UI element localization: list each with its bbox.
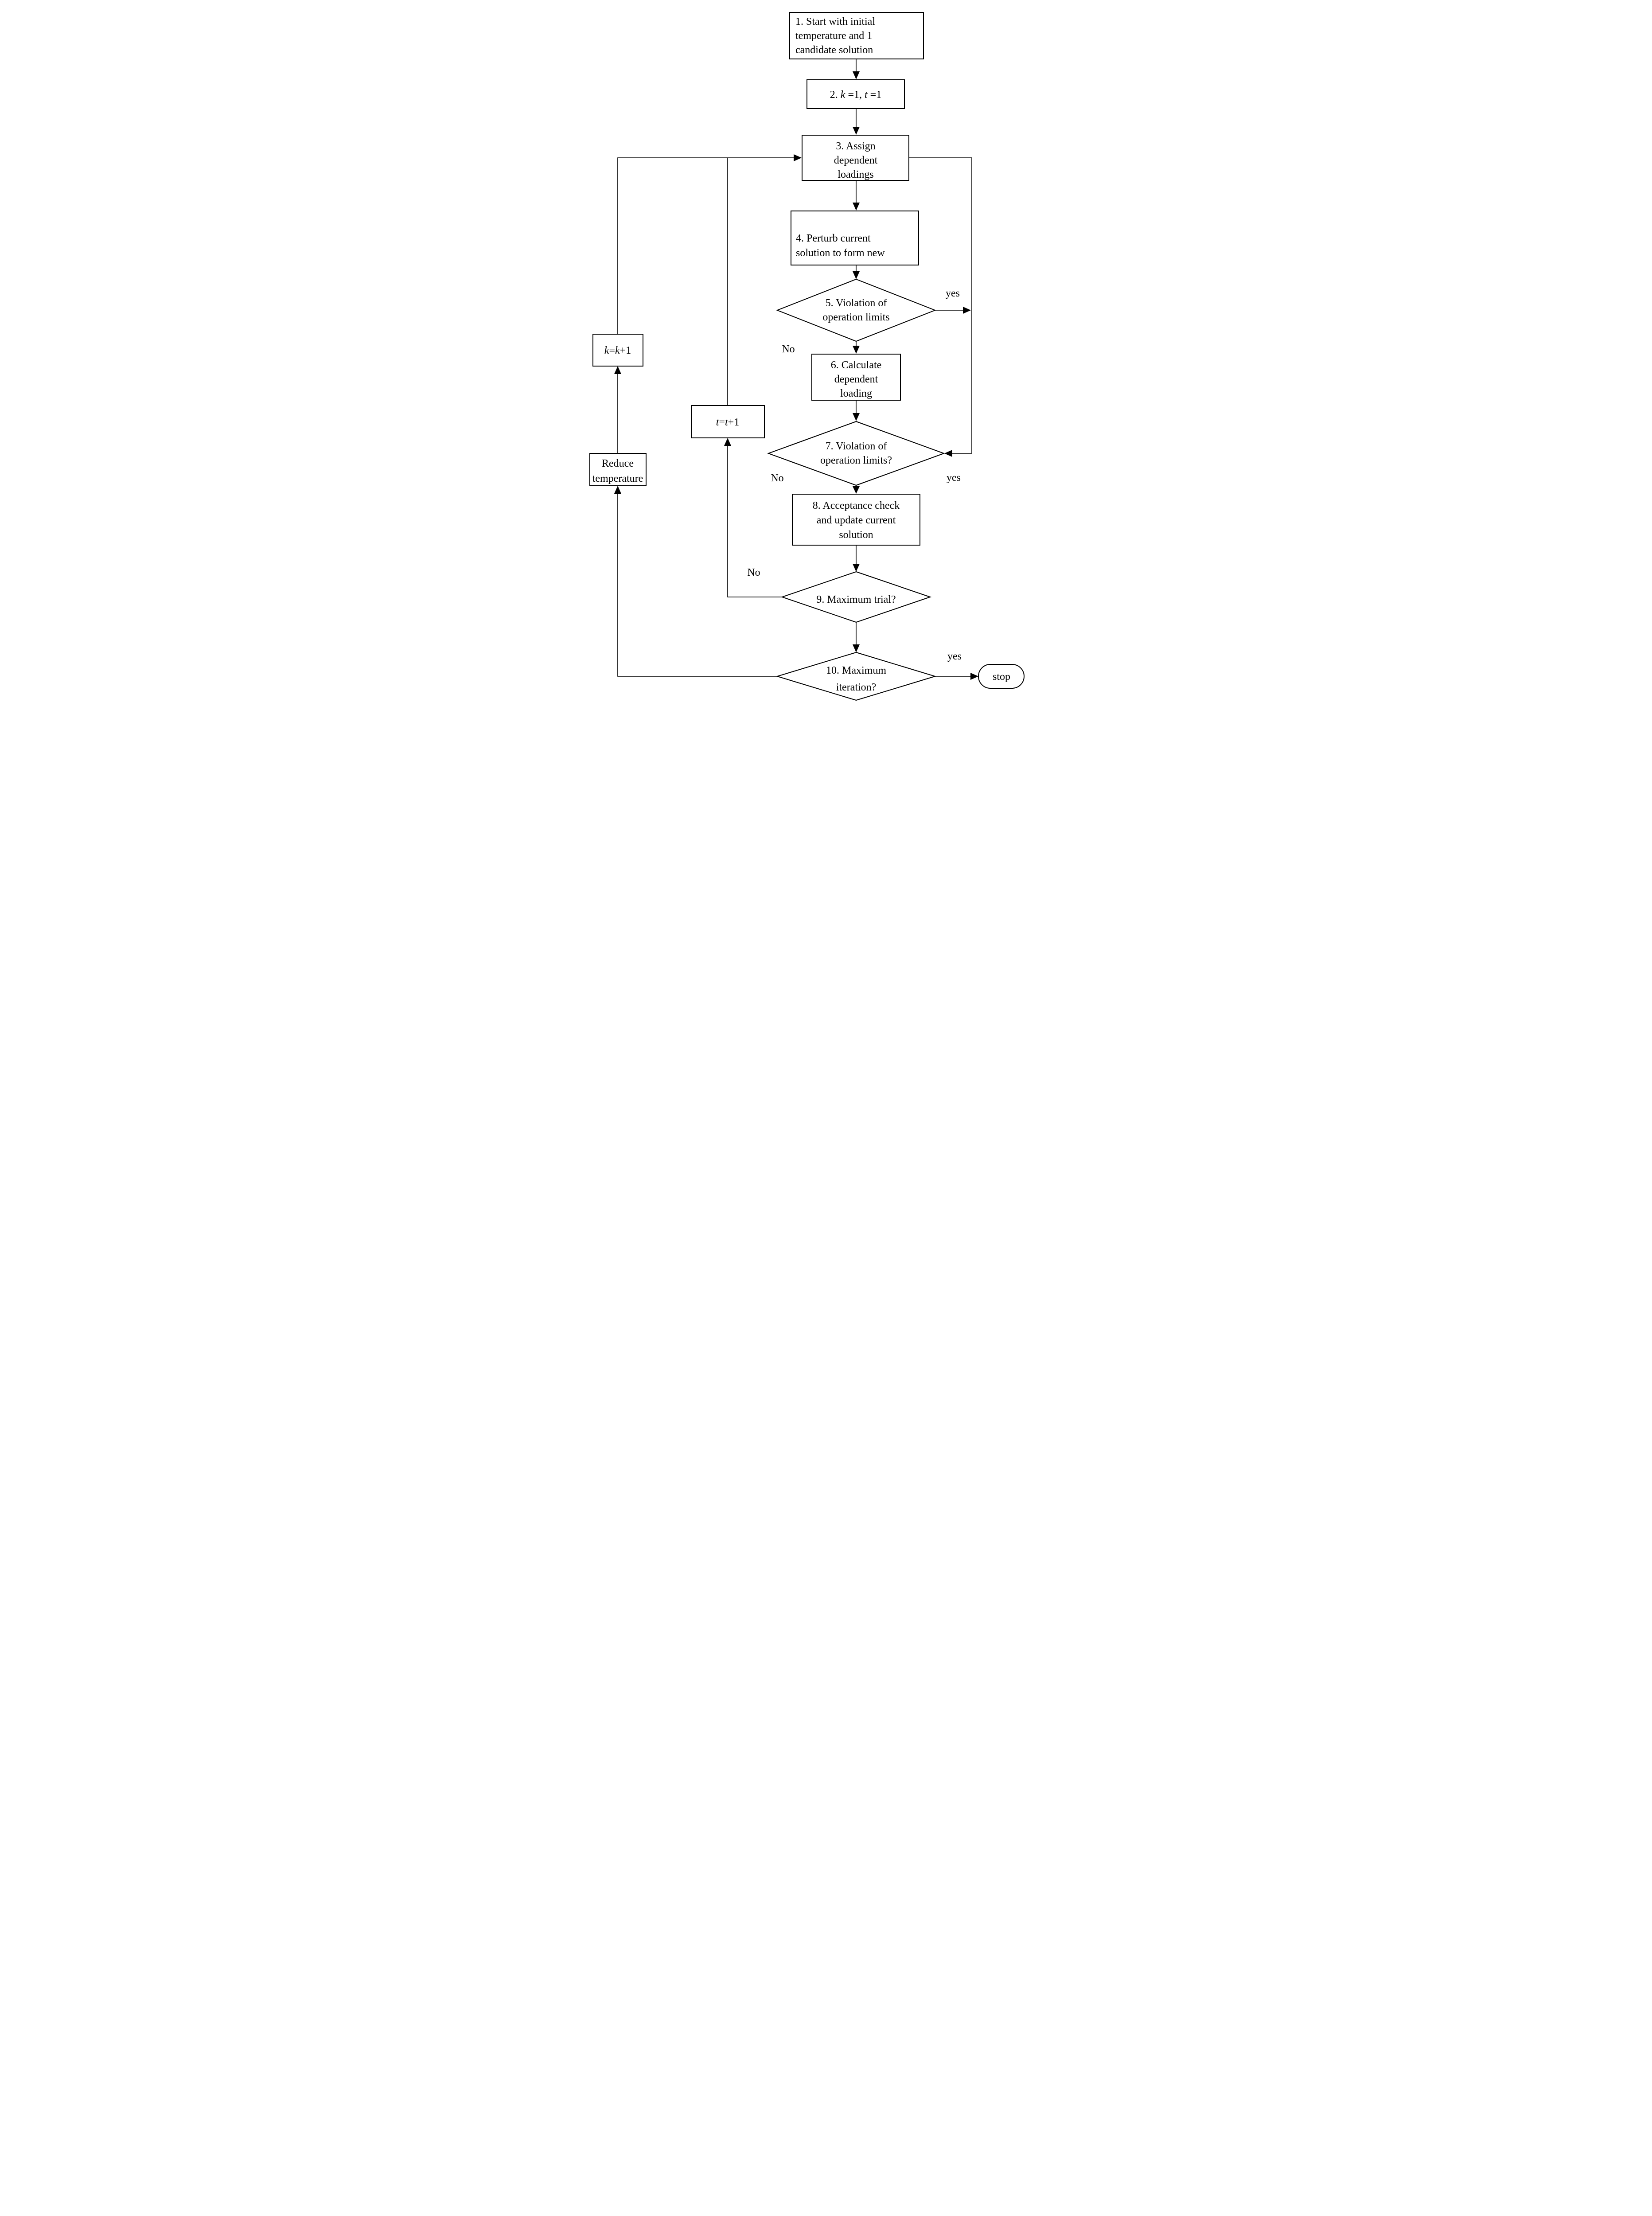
increment-t-box (691, 405, 765, 438)
increment-t-label: t=t+1 (716, 417, 739, 428)
reduce-temperature-line-1: Reduce (602, 458, 634, 469)
assign-loadings-box (802, 135, 909, 181)
flowchart-page: yes No yes No No yes 1. Start with initi… (587, 0, 1065, 704)
edge-right-return-line (909, 157, 972, 454)
init-counters-label: 2. k =1, t =1 (830, 89, 881, 101)
reduce-temperature-box (589, 453, 647, 486)
assign-loadings-line-2: dependent (834, 155, 878, 166)
violation-check-2-diamond (767, 421, 945, 486)
node-acceptance-check: 8. Acceptance check and update current s… (792, 494, 920, 546)
node-init-counters: 2. k =1, t =1 (807, 79, 905, 109)
arrowhead-violation1-yes-junction (963, 307, 971, 314)
violation-check-1-line-2: operation limits (822, 312, 889, 323)
arrowhead-into-assign (853, 127, 860, 135)
arrowhead-into-maxtrial (853, 564, 860, 572)
stop-label: stop (993, 671, 1010, 683)
acceptance-check-line-1: 8. Acceptance check (813, 500, 900, 511)
arrowhead-into-violation2 (853, 413, 860, 421)
label-maxtrial-no: No (747, 567, 760, 578)
arrowhead-into-increment-k (614, 366, 621, 374)
max-iteration-line-1: 10. Maximum (826, 665, 886, 676)
calculate-loading-line-1: 6. Calculate (831, 359, 882, 371)
arrowhead-into-violation2-right (944, 450, 952, 457)
edge-increment-k-to-assign (617, 157, 794, 334)
violation-check-1-line-1: 5. Violation of (826, 297, 887, 309)
max-iteration-line-2: iteration? (836, 682, 877, 693)
node-max-trial: 9. Maximum trial? (780, 571, 932, 623)
max-trial-diamond (780, 571, 932, 623)
flowchart-canvas: yes No yes No No yes 1. Start with initi… (589, 12, 1025, 701)
node-start: 1. Start with initial temperature and 1 … (789, 12, 924, 59)
label-violation1-yes: yes (946, 288, 960, 299)
node-assign-loadings: 3. Assign dependent loadings (802, 135, 909, 181)
node-perturb: 4. Perturb current solution to form new (791, 211, 919, 265)
calculate-loading-line-3: loading (840, 388, 872, 399)
node-violation-check-1: 5. Violation of operation limits (776, 278, 936, 342)
init-counters-box (807, 79, 905, 109)
max-trial-line-1: 9. Maximum trial? (816, 594, 896, 605)
label-violation2-no: No (771, 472, 783, 484)
node-max-iteration: 10. Maximum iteration? (775, 652, 937, 701)
node-reduce-temperature: Reduce temperature (589, 453, 647, 486)
start-line-1: 1. Start with initial (795, 16, 875, 27)
arrowhead-into-stop (970, 673, 978, 680)
perturb-box (791, 211, 919, 265)
arrowhead-into-init (853, 71, 860, 79)
perturb-line-1: 4. Perturb current (796, 233, 871, 244)
node-increment-t: t=t+1 (691, 405, 765, 438)
arrowhead-into-increment-t (724, 438, 731, 446)
calculate-loading-line-2: dependent (834, 374, 878, 385)
node-increment-k: k=k+1 (592, 334, 643, 367)
arrowhead-into-assign-left (794, 154, 802, 161)
edge-maxiteration-no (617, 494, 777, 677)
start-box (789, 12, 924, 59)
assign-loadings-line-3: loadings (838, 169, 873, 180)
violation-check-2-line-1: 7. Violation of (826, 441, 887, 452)
increment-k-label: k=k+1 (604, 345, 631, 356)
max-iteration-diamond (775, 652, 937, 701)
arrowhead-into-acceptance (853, 486, 860, 494)
edge-labels: yes No yes No No yes (747, 288, 962, 662)
acceptance-check-line-3: solution (839, 529, 873, 541)
calculate-loading-box (811, 354, 901, 401)
edges (614, 59, 978, 680)
arrowhead-into-perturb (853, 203, 860, 211)
reduce-temperature-line-2: temperature (592, 473, 643, 484)
assign-loadings-line-1: 3. Assign (836, 140, 875, 152)
edge-maxtrial-no (727, 446, 782, 597)
stop-terminator (978, 664, 1025, 689)
arrowhead-into-violation1 (853, 271, 860, 279)
label-violation1-no: No (782, 343, 795, 355)
start-line-2: temperature and 1 (795, 30, 872, 42)
arrowhead-into-calculate (853, 346, 860, 354)
increment-k-box (592, 334, 643, 367)
violation-check-1-diamond (776, 278, 936, 342)
violation-check-2-line-2: operation limits? (820, 455, 892, 466)
acceptance-check-box (792, 494, 920, 546)
arrowhead-into-maxiteration (853, 644, 860, 652)
node-violation-check-2: 7. Violation of operation limits? (767, 421, 945, 486)
start-line-3: candidate solution (795, 44, 873, 56)
perturb-line-2: solution to form new (796, 247, 885, 259)
label-maxiteration-yes: yes (947, 651, 962, 662)
label-violation2-yes: yes (947, 472, 961, 484)
acceptance-check-line-2: and update current (817, 515, 896, 526)
node-calculate-loading: 6. Calculate dependent loading (811, 354, 901, 401)
node-stop: stop (978, 664, 1025, 689)
arrowhead-into-reduce-temperature (614, 486, 621, 494)
